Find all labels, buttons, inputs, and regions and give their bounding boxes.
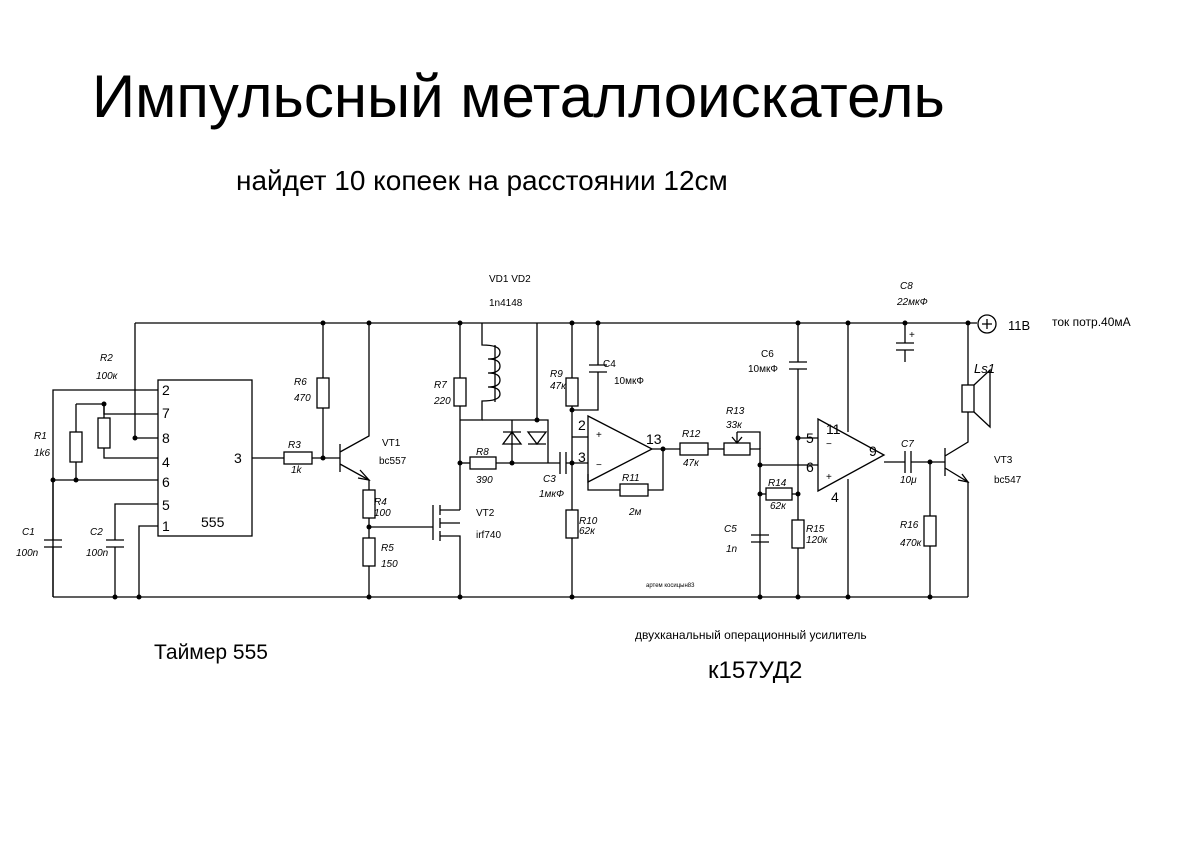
component-label: bc547 [994,475,1022,486]
component-label: 1k [291,465,303,476]
component-label: 150 [381,559,398,570]
component-label: R1 [34,431,47,442]
component-label: VT2 [476,508,495,519]
component-label: Ls1 [974,361,995,376]
ic-555-label: 555 [201,514,225,530]
svg-text:−: − [596,460,602,471]
svg-text:−: − [826,439,832,450]
component-label: 100n [86,548,109,559]
component-label: VD1 VD2 [489,274,531,285]
component-label: R16 [900,520,919,531]
component-label: 7 [162,405,170,421]
component-label: C4 [603,359,616,370]
timer-caption: Таймер 555 [154,641,268,664]
svg-text:+: + [826,472,832,483]
component-label: 1мкФ [539,489,564,500]
ic-555-body [157,379,253,537]
component-label: C8 [900,281,913,292]
svg-text:+: + [596,430,602,441]
component-label: 47к [683,458,700,469]
power-terminal-icon [977,314,997,334]
speaker-icon [961,384,975,413]
page-title: Импульсный металлоискатель [92,63,945,130]
component-label: R14 [768,478,787,489]
component-label: C7 [901,439,914,450]
component-label: 470к [900,538,923,549]
component-label: R8 [476,447,489,458]
component-label: R15 [806,524,825,535]
component-label: 1k6 [34,448,51,459]
component-label: 120к [806,535,829,546]
component-label: 62к [770,501,787,512]
component-label: 10мкФ [614,376,644,387]
component-label: R2 [100,353,113,364]
component-label: R5 [381,543,394,554]
component-label: VT3 [994,455,1013,466]
component-label: 47к [550,381,567,392]
supply-voltage-label: 11В [1008,318,1031,333]
component-label: 100к [96,371,119,382]
opamp-part-number: к157УД2 [708,657,803,684]
component-label: C1 [22,527,35,538]
component-label: 390 [476,475,493,486]
opamp1-triangle [587,414,654,484]
component-label: 5 [162,497,170,513]
component-label: 220 [433,396,451,407]
component-label: 62к [579,526,596,537]
component-label: bc557 [379,456,407,467]
component-label: 6 [162,474,170,490]
component-label: R6 [294,377,307,388]
component-label: 3 [234,450,242,466]
component-label: 13 [646,431,662,447]
component-label: 2 [578,417,586,433]
component-label: 10мкФ [748,364,778,375]
component-label: 100 [374,508,391,519]
component-label: 5 [806,430,814,446]
component-label: 2м [628,507,642,518]
component-label: 33к [726,420,743,431]
component-label: C2 [90,527,103,538]
component-label: 11 [826,421,841,437]
component-label: 9 [869,443,877,459]
component-label: R9 [550,369,563,380]
component-label: 22мкФ [896,297,928,308]
component-label: 100n [16,548,39,559]
component-label: C5 [724,524,737,535]
component-label: 1n [726,544,738,555]
component-label: R11 [622,473,640,484]
opamp2-triangle [817,417,886,493]
component-label: R12 [682,429,701,440]
component-label: 1n4148 [489,298,523,309]
author-signature: артем косицын83 [646,583,695,589]
component-label: VT1 [382,438,401,449]
opamp-description: двухканальный операционный усилитель [635,628,867,642]
component-label: 4 [162,454,170,470]
component-label: irf740 [476,530,501,541]
current-consumption-label: ток потр.40мА [1052,315,1131,329]
component-label: C3 [543,474,556,485]
component-label: R3 [288,440,301,451]
svg-text:+: + [909,330,915,341]
component-label: R13 [726,406,745,417]
component-label: R4 [374,497,387,508]
component-label: R10 [579,516,598,527]
component-label: 8 [162,430,170,446]
component-label: 470 [294,393,311,404]
component-label: R7 [434,380,447,391]
component-label: 6 [806,459,814,475]
component-label: 10μ [900,475,917,486]
component-label: C6 [761,349,774,360]
component-label: 4 [831,489,839,505]
page-subtitle: найдет 10 копеек на расстоянии 12см [236,165,728,196]
component-label: 2 [162,382,170,398]
component-label: 3 [578,449,586,465]
component-label: 1 [162,518,170,534]
